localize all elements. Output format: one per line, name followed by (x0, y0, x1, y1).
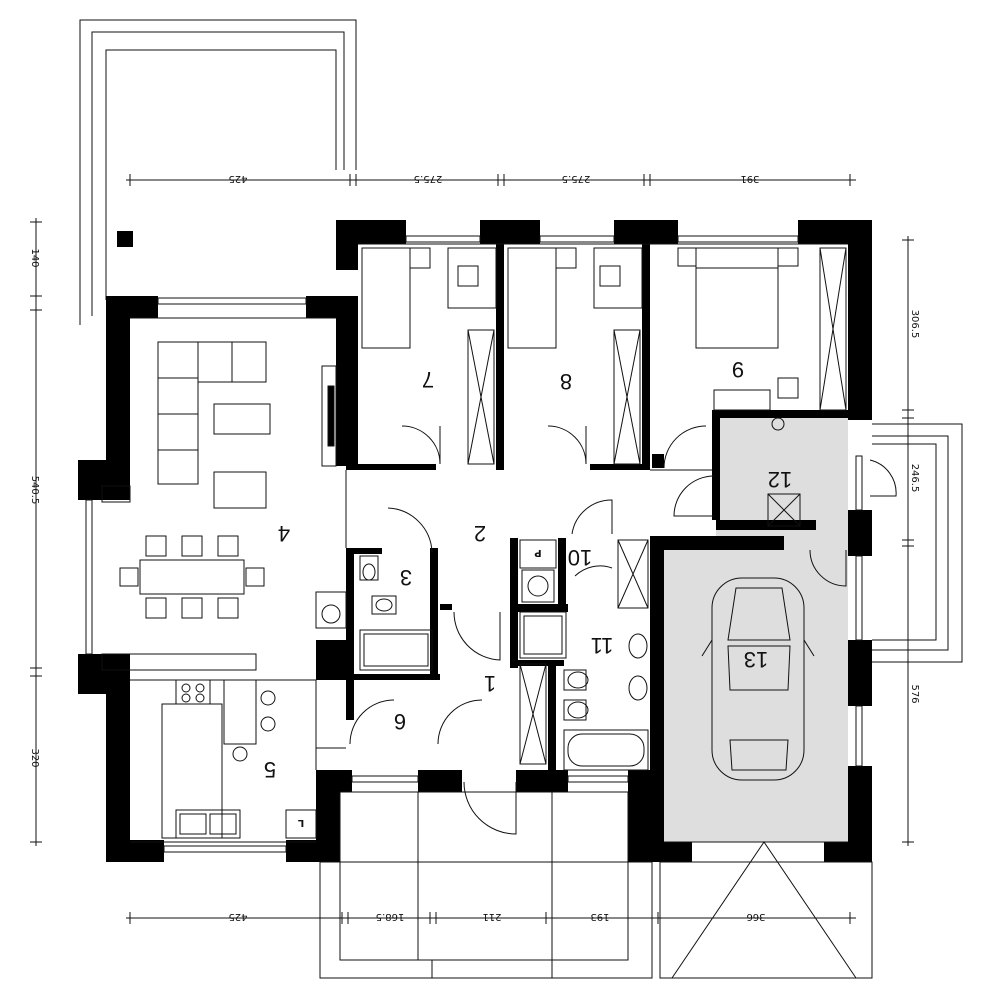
dimension-lines (30, 174, 914, 924)
dim-right-1: 306.5 (909, 310, 920, 339)
dimension-labels-right: 306.5 246.5 576 (909, 310, 920, 704)
dim-top-4: 391 (740, 173, 759, 184)
garage-fill (664, 546, 848, 842)
room-number-5: 5 (264, 757, 276, 782)
terrace-post-icon (117, 231, 133, 247)
boiler-room-furniture (767, 417, 801, 527)
walls (78, 220, 872, 862)
dimension-labels-top: 425 275.5 275.5 391 (228, 173, 759, 184)
sideboard (101, 653, 257, 671)
dim-bottom-5: 366 (746, 911, 765, 922)
kitchen-corner-letter: L (297, 817, 304, 828)
room-number-3: 3 (400, 565, 412, 590)
pantry-letter: P (534, 547, 541, 558)
dim-bottom-3: 211 (482, 911, 501, 922)
room-number-10: 10 (568, 545, 592, 570)
bedroom-9-furniture (677, 247, 847, 411)
dim-right-2: 246.5 (909, 464, 920, 493)
wall-outlines (130, 243, 848, 843)
room-number-1: 1 (484, 671, 496, 696)
windows (85, 235, 863, 853)
room-numbers: 1 2 3 4 5 6 7 8 9 10 11 12 13 (264, 357, 792, 782)
room-number-8: 8 (560, 369, 572, 394)
dim-top-3: 275.5 (562, 173, 591, 184)
bedroom-7-furniture (361, 247, 497, 465)
terrace-outline (79, 19, 357, 325)
room-number-6: 6 (394, 709, 406, 734)
room-number-13: 13 (744, 647, 768, 672)
dim-bottom-1: 425 (228, 911, 247, 922)
dim-left-2: 540.5 (29, 476, 40, 505)
bedroom-8-furniture (507, 247, 643, 465)
room-number-2: 2 (474, 521, 486, 546)
car-icon (701, 577, 815, 781)
room-number-9: 9 (732, 357, 744, 382)
dim-left-3: 320 (29, 748, 40, 767)
room-number-7: 7 (422, 367, 434, 392)
room-number-11: 11 (591, 633, 614, 658)
side-porch (872, 423, 963, 663)
room-number-4: 4 (278, 521, 290, 546)
dining-table (119, 535, 265, 619)
dim-right-3: 576 (909, 684, 920, 703)
doors (349, 425, 897, 835)
dim-left-1: 140 (29, 248, 40, 267)
dimension-labels-bottom: 425 168.5 211 193 366 (228, 911, 765, 922)
dim-bottom-4: 193 (590, 911, 609, 922)
bathroom-3-fixtures (315, 555, 433, 671)
dim-top-2: 275.5 (414, 173, 443, 184)
kitchen-furniture (161, 679, 317, 839)
dim-bottom-2: 168.5 (376, 911, 405, 922)
dim-top-1: 425 (228, 173, 247, 184)
living-room-furniture (101, 341, 337, 509)
bathroom-11-fixtures (519, 539, 649, 771)
dimension-labels-left: 140 540.5 320 (29, 248, 40, 767)
room-number-12: 12 (768, 467, 792, 492)
